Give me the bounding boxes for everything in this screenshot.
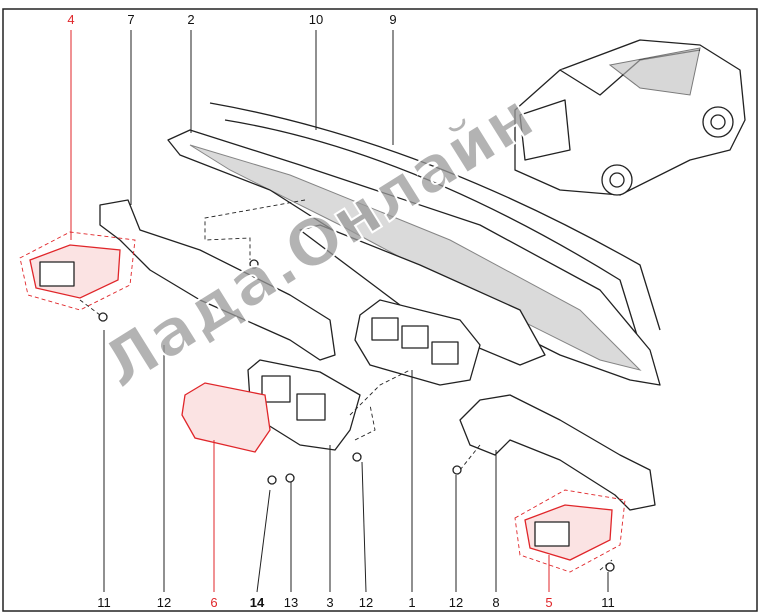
frame bbox=[2, 8, 758, 612]
label-12: 12 bbox=[449, 595, 463, 610]
label-13: 13 bbox=[284, 595, 298, 610]
label-11: 11 bbox=[97, 595, 111, 610]
part-8-right-duct bbox=[459, 394, 656, 511]
label-2: 2 bbox=[187, 12, 194, 27]
label-5: 5 bbox=[545, 595, 552, 610]
label-10: 10 bbox=[309, 12, 323, 27]
label-9: 9 bbox=[389, 12, 396, 27]
label-1: 1 bbox=[408, 595, 415, 610]
part-6-center-vent bbox=[181, 382, 271, 453]
label-6: 6 bbox=[210, 595, 217, 610]
label-12: 12 bbox=[359, 595, 373, 610]
label-7: 7 bbox=[127, 12, 134, 27]
label-8: 8 bbox=[492, 595, 499, 610]
label-4: 4 bbox=[67, 12, 74, 27]
label-12: 12 bbox=[157, 595, 171, 610]
part-7-left-duct bbox=[99, 199, 336, 361]
label-11: 11 bbox=[601, 595, 615, 610]
label-14: 14 bbox=[250, 595, 265, 610]
label-3: 3 bbox=[326, 595, 333, 610]
car-illustration bbox=[514, 39, 746, 196]
